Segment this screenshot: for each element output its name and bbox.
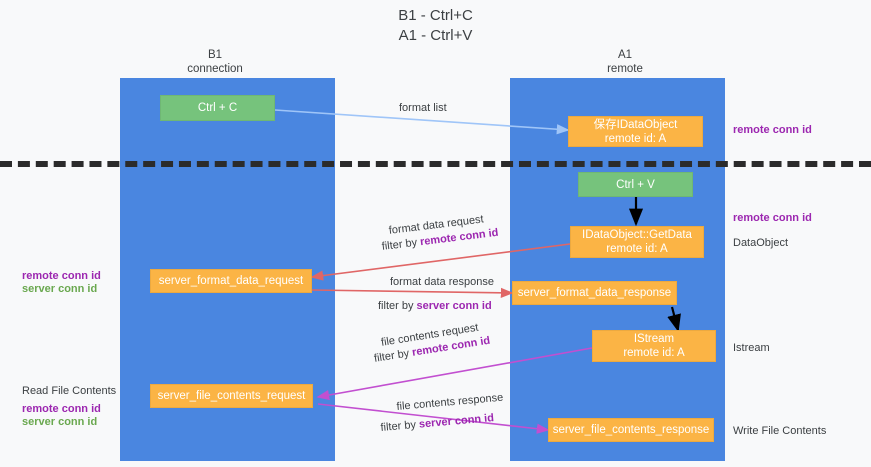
filter-prefix: filter by [381, 236, 421, 253]
annotation-remote-conn-id-top: remote conn id [733, 124, 812, 136]
filter-key-server-conn-id: server conn id [416, 300, 492, 312]
box-istream-remote[interactable]: IStream remote id: A [592, 330, 716, 362]
filter-prefix: filter by [378, 300, 417, 312]
separator-dashed-line [0, 161, 871, 167]
box-server-file-contents-response[interactable]: server_file_contents_response [548, 418, 714, 442]
edge-label-format-data-response-filter: filter by server conn id [378, 299, 492, 313]
annotation-dataobject: DataObject [733, 237, 789, 249]
edge-label-format-data-response: format data response [390, 276, 494, 288]
annotation-istream: Istream [733, 342, 770, 354]
annotation-left-remote-conn-id-2: remote conn id [22, 403, 101, 415]
annotation-read-file-contents: Read File Contents [22, 385, 117, 397]
box-server-file-contents-request[interactable]: server_file_contents_request [150, 384, 313, 408]
box-server-format-data-request[interactable]: server_format_data_request [150, 269, 312, 293]
annotation-left-server-conn-id-1: server conn id [22, 283, 98, 295]
box-ctrl-c[interactable]: Ctrl + C [160, 95, 275, 121]
annotation-left-server-conn-id-2: server conn id [22, 416, 98, 428]
filter-prefix: filter by [380, 418, 420, 434]
annotation-remote-conn-id-mid: remote conn id [733, 212, 812, 224]
filter-prefix: filter by [373, 346, 414, 365]
column-header-a1: A1 remote [607, 49, 643, 75]
edge-label-file-contents-response-filter: filter by server conn id [380, 411, 495, 435]
edge-label-file-contents-response: file contents response [396, 391, 504, 413]
annotation-write-file-contents: Write File Contents [733, 425, 827, 437]
column-header-b1: B1 connection [187, 49, 243, 75]
box-server-format-data-response[interactable]: server_format_data_response [512, 281, 677, 305]
box-ctrl-v[interactable]: Ctrl + V [578, 172, 693, 197]
page-title: B1 - Ctrl+C A1 - Ctrl+V [398, 7, 473, 44]
edge-label-format-list: format list [399, 102, 447, 114]
box-idataobject-remote[interactable]: 保存IDataObject remote id: A [568, 116, 703, 147]
filter-key-server-conn-id: server conn id [418, 412, 495, 431]
box-idataobject-getdata[interactable]: IDataObject::GetData remote id: A [570, 226, 704, 258]
annotation-left-remote-conn-id-1: remote conn id [22, 270, 101, 282]
